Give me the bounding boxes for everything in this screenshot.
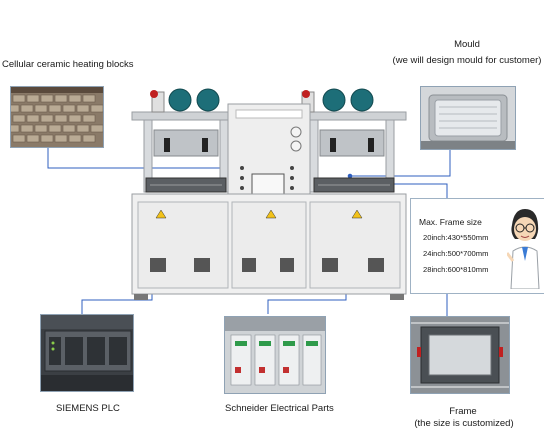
schneider-photo	[224, 316, 326, 394]
frame-note: (the size is customized)	[414, 418, 514, 429]
spec-size-28: 28inch:600*810mm	[423, 265, 489, 274]
frame-size-callout: Max. Frame size 20inch:430*550mm 24inch:…	[410, 198, 544, 294]
frame-photo	[410, 316, 510, 394]
spec-title: Max. Frame size	[419, 217, 482, 227]
spec-size-20: 20inch:430*550mm	[423, 233, 489, 242]
cartoon-scientist-icon	[507, 209, 540, 289]
heating-blocks-label: Cellular ceramic heating blocks	[2, 59, 134, 70]
machine-illustration	[131, 88, 407, 300]
siemens-plc-photo	[40, 314, 134, 392]
spec-size-24: 24inch:500*700mm	[423, 249, 489, 258]
schneider-label: Schneider Electrical Parts	[225, 403, 334, 414]
siemens-plc-label: SIEMENS PLC	[56, 403, 120, 414]
frame-title: Frame	[449, 406, 477, 417]
mould-note: (we will design mould for customer)	[392, 55, 542, 66]
heating-blocks-photo	[10, 86, 104, 148]
mould-photo	[420, 86, 516, 150]
mould-title: Mould	[454, 39, 480, 50]
